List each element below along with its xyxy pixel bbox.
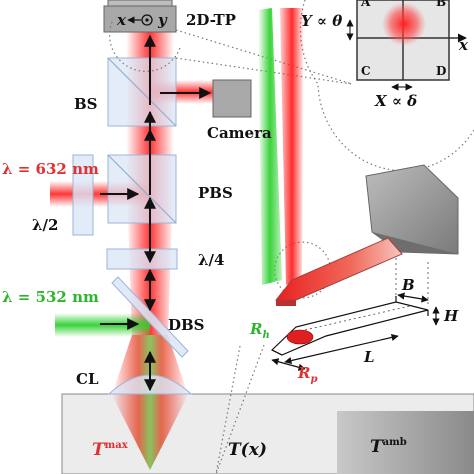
dim-rp-arrow: [271, 358, 306, 371]
green-cone: [258, 8, 282, 285]
two-d-tp-sensor: [103, 5, 177, 33]
cl-label: CL: [76, 370, 99, 388]
half-wave-label: λ/2: [32, 216, 58, 234]
tp-x-label: x: [116, 11, 127, 29]
r-p-label: Rp: [297, 364, 317, 385]
pbs-label: PBS: [198, 184, 233, 202]
dim-l-arrow: [284, 333, 399, 365]
half-wave-plate: [72, 154, 94, 236]
r-h-label: Rh: [249, 320, 270, 341]
quadrant-b-label: B: [436, 0, 446, 9]
ambient-block: [337, 411, 474, 474]
t-x-label: T(x): [228, 440, 267, 460]
camera-body: [212, 79, 252, 118]
t-max-label: Tmax: [92, 440, 129, 460]
x-delta-label: X ∝ δ: [374, 92, 417, 110]
focused-beam: [112, 335, 188, 470]
dim-b-arrow: [397, 292, 429, 303]
t-amb-label: Tamb: [370, 437, 407, 457]
quadrant-detector: [346, 0, 467, 91]
dbs-label: DBS: [168, 316, 205, 334]
bs-label: BS: [74, 95, 98, 113]
quadrant-a-label: A: [360, 0, 371, 9]
laser-spot: [382, 2, 426, 46]
beam-arrows: [100, 34, 212, 392]
dim-b-label: B: [401, 276, 415, 294]
heated-region: [286, 329, 314, 345]
quadrant-d-label: D: [436, 64, 446, 78]
camera-label: Camera: [207, 124, 272, 142]
cantilever-holder: [365, 164, 459, 255]
quadrant-c-label: C: [361, 64, 371, 78]
dim-l-label: L: [363, 348, 375, 366]
red-cone: [280, 8, 304, 285]
axis-x-label: x: [458, 36, 469, 54]
quarter-wave-plate: [106, 248, 178, 270]
green-laser-label: λ = 532 nm: [2, 288, 99, 306]
dichroic-beam-splitter: [111, 276, 189, 358]
y-theta-label: Y ∝ θ: [301, 12, 342, 30]
red-laser-label: λ = 632 nm: [2, 160, 99, 178]
quarter-wave-label: λ/4: [198, 251, 224, 269]
tp-y-label: y: [157, 11, 168, 29]
tp-name-label: 2D-TP: [186, 11, 236, 29]
dim-h-label: H: [443, 307, 459, 325]
